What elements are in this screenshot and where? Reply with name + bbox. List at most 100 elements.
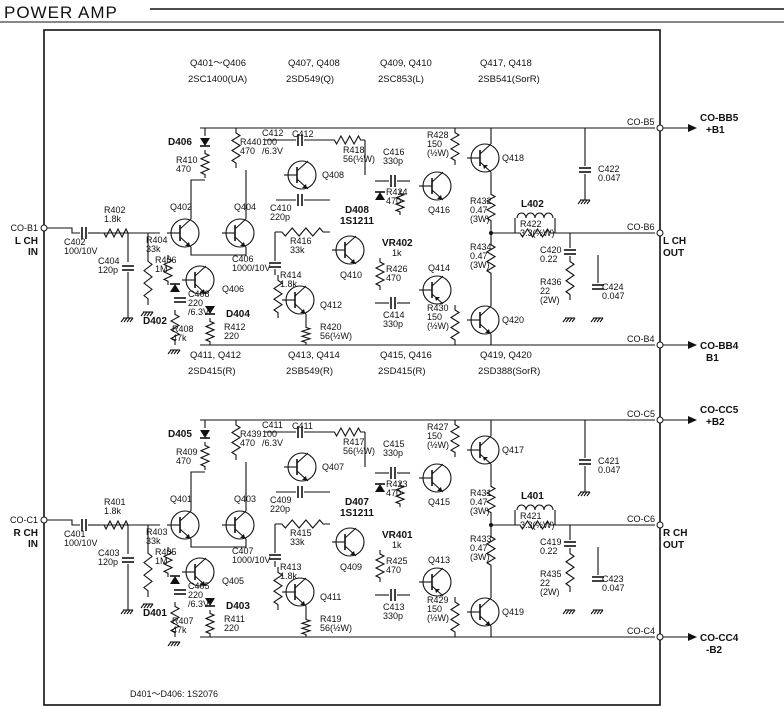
part-r423-ref: R423 <box>386 479 408 489</box>
input-channel-label: L CH <box>15 236 38 247</box>
header-transistor-group-1: Q413, Q414 <box>288 350 340 361</box>
ground-hatch <box>568 609 573 615</box>
transistor-driver-b: Q414 <box>428 263 450 273</box>
output-terminal-bot <box>656 633 664 641</box>
ext-label-top: CO-BB5 <box>700 113 739 124</box>
resistor-symbol <box>230 128 242 168</box>
ground-hatch <box>126 317 131 323</box>
input-wire <box>47 227 80 234</box>
transistor-collector <box>294 577 307 589</box>
bootstrap-cap-plus: C411 <box>292 421 313 431</box>
diff-emitters <box>190 539 247 548</box>
transistor-arrow <box>302 184 307 188</box>
ext-label-top-rail: +B1 <box>706 125 725 136</box>
ground-hatch <box>571 609 576 615</box>
ground-hatch <box>123 609 128 615</box>
resistor-symbol <box>169 310 181 345</box>
part-r440-ref: R440 <box>240 137 262 147</box>
part-r401-value: 1.8k <box>104 506 122 516</box>
part-r419-value: 56(½W) <box>320 623 352 633</box>
page-title: POWER AMP <box>4 3 118 22</box>
part-r424-ref: R424 <box>386 187 408 197</box>
arrow-right-icon <box>688 124 697 132</box>
part-r403-ref: R403 <box>146 527 168 537</box>
output-connector-bot: CO-B4 <box>627 334 655 344</box>
diode-symbol <box>200 138 210 146</box>
diff-collector <box>190 179 205 219</box>
part-c407-value: 1000/10V <box>232 555 271 565</box>
part-c408-ref: C408 <box>188 289 210 299</box>
transistor-arrow <box>437 487 442 491</box>
part-r429-ref: R429 <box>427 595 449 605</box>
diode-label-top: D405 <box>168 429 192 440</box>
ground-hatch <box>586 491 591 497</box>
output-connector-top: CO-B5 <box>627 117 655 127</box>
coil-turn <box>516 504 527 511</box>
transistor-out-b: Q419 <box>502 607 524 617</box>
part-r431-ref: R431 <box>470 488 492 498</box>
part-r405-ref: R405 <box>155 547 177 557</box>
part-r425-value: 470 <box>386 565 401 575</box>
ground-hatch <box>143 603 148 609</box>
ground-hatch <box>170 349 175 355</box>
ground-hatch <box>129 609 134 615</box>
part-c413-ref: C413 <box>383 602 405 612</box>
part-c413-value: 330p <box>383 611 403 621</box>
input-terminal <box>40 516 48 524</box>
transistor-arrow <box>483 165 488 169</box>
ground-hatch <box>167 641 172 647</box>
diff-collector <box>190 471 205 511</box>
part-r415-value: 33k <box>290 537 305 547</box>
part-r439-ref: R439 <box>240 429 262 439</box>
part-c415-value: 330p <box>383 448 403 458</box>
transistor-ccs: Q406 <box>222 284 244 294</box>
part-r419-ref: R419 <box>320 614 342 624</box>
diode-symbol <box>205 598 215 606</box>
part-r402-value: 1.8k <box>104 214 122 224</box>
transistor-arrow <box>435 589 440 593</box>
part-r413-ref: R413 <box>280 562 302 572</box>
ground-hatch <box>596 609 601 615</box>
ground-hatch <box>146 603 151 609</box>
part-r417-value: 56(½W) <box>343 446 375 456</box>
header-transistor-type-2: 2SD415(R) <box>378 366 426 377</box>
transistor-arrow <box>200 581 205 585</box>
input-terminal <box>40 224 48 232</box>
output-connector-mid: CO-C6 <box>627 514 655 524</box>
part-r417-ref: R417 <box>343 437 365 447</box>
transistor-vas-a: Q407 <box>322 462 344 472</box>
transistor-ccs: Q405 <box>222 576 244 586</box>
part-r414-value: 1.8k <box>280 279 298 289</box>
ground-hatch <box>120 317 125 323</box>
part-c423-ref: C423 <box>602 574 624 584</box>
coil-label: L402 <box>521 199 544 210</box>
part-c411-value: 100 <box>262 429 277 439</box>
part-c405-rating: /6.3V <box>188 599 209 609</box>
part-c421-value: 0.047 <box>598 465 621 475</box>
ext-label-mid-io: OUT <box>663 248 684 259</box>
header-transistor-group-1: Q407, Q408 <box>288 58 340 69</box>
part-c409-ref: C409 <box>270 495 292 505</box>
ground-hatch <box>565 609 570 615</box>
ground-hatch <box>149 603 154 609</box>
resistor-symbol <box>449 128 461 165</box>
ground-hatch <box>599 317 604 323</box>
part-c408-value: 220 <box>188 298 203 308</box>
part-r412-value: 220 <box>224 331 239 341</box>
part-r426-value: 470 <box>386 273 401 283</box>
resistor-symbol <box>300 617 312 637</box>
transistor-arrow <box>185 242 190 246</box>
coil-turn <box>525 504 536 511</box>
transistor-arrow <box>485 329 490 333</box>
diode-label-left: D401 <box>143 608 167 619</box>
arrow-right-icon <box>688 633 697 641</box>
ground-hatch <box>176 349 181 355</box>
part-r429-rating: (½W) <box>427 613 449 623</box>
ground-hatch <box>577 199 582 205</box>
resistor-symbol <box>100 519 132 531</box>
transistor-arrow <box>200 289 205 293</box>
part-c410-value: 220p <box>270 212 290 222</box>
coil-turn <box>516 212 527 219</box>
transistor-out-a: Q418 <box>502 153 524 163</box>
